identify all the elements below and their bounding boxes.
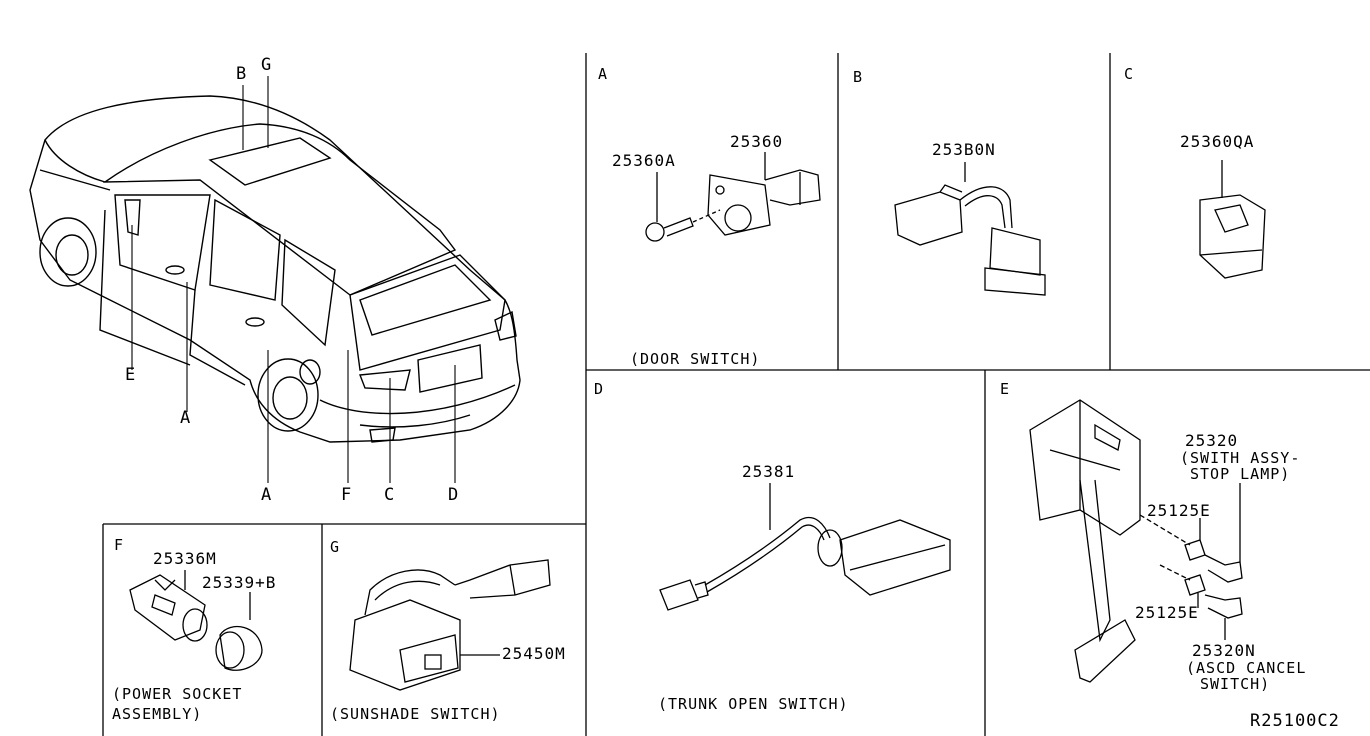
part-25360a: 25360A [612, 151, 676, 170]
part-25320n-desc-2: SWITCH) [1200, 675, 1271, 693]
panel-b-letter: B [853, 68, 864, 86]
trunk-switch-caption: (TRUNK OPEN SWITCH) [658, 695, 849, 713]
panel-e-letter: E [1000, 380, 1011, 398]
callout-c: C [384, 485, 396, 505]
panel-dividers [102, 53, 1370, 736]
part-25320: 25320 [1185, 431, 1239, 450]
part-25125e-lower: 25125E [1135, 603, 1199, 622]
callout-g: G [261, 55, 273, 75]
panel-c-letter: C [1124, 65, 1135, 83]
part-25381: 25381 [742, 462, 796, 481]
part-25125e-upper: 25125E [1147, 501, 1211, 520]
vehicle-illustration [29, 95, 521, 443]
callout-a-rear: A [261, 485, 273, 505]
part-25320-desc-1: (SWITH ASSY- [1180, 449, 1301, 467]
part-25320n-desc-1: (ASCD CANCEL [1186, 659, 1307, 677]
callout-e: E [125, 365, 137, 385]
part-25450m: 25450M [502, 644, 566, 663]
part-25360qa: 25360QA [1180, 132, 1255, 151]
door-switch-drawing [645, 152, 821, 242]
panel-g-letter: G [330, 538, 341, 556]
callout-leaders [131, 76, 456, 483]
callout-b: B [236, 64, 248, 84]
panel-f-letter: F [114, 536, 125, 554]
panel-a-letter: A [598, 65, 609, 83]
power-socket-drawing [129, 570, 263, 671]
part-25360: 25360 [730, 132, 784, 151]
switch-b-drawing [894, 162, 1046, 296]
panel-d-letter: D [594, 380, 605, 398]
power-socket-caption-2: ASSEMBLY) [112, 705, 203, 723]
power-socket-caption-1: (POWER SOCKET [112, 685, 243, 703]
part-25339-b: 25339+B [202, 573, 277, 592]
part-253b0n: 253B0N [932, 140, 996, 159]
callout-f: F [341, 485, 353, 505]
switch-c-drawing [1199, 160, 1266, 279]
part-25320n: 25320N [1192, 641, 1256, 660]
door-switch-caption: (DOOR SWITCH) [630, 350, 761, 368]
diagram-code: R25100C2 [1250, 711, 1340, 731]
callout-d: D [448, 485, 460, 505]
sunshade-switch-drawing [349, 559, 551, 691]
sunshade-switch-caption: (SUNSHADE SWITCH) [330, 705, 501, 723]
pedal-switch-drawing [1029, 399, 1243, 683]
part-25336m: 25336M [153, 549, 217, 568]
trunk-switch-drawing [659, 483, 951, 611]
part-25320-desc-2: STOP LAMP) [1190, 465, 1291, 483]
callout-a-door: A [180, 408, 192, 428]
